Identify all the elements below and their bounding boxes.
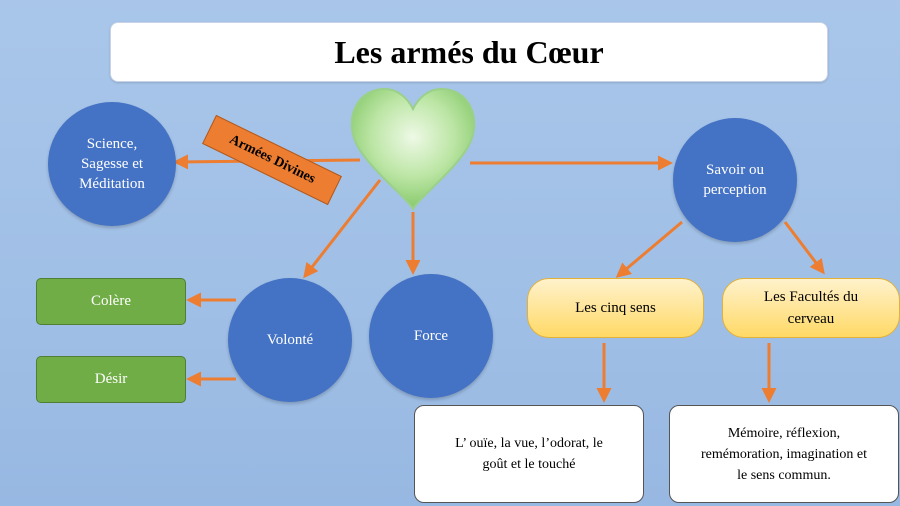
page-title: Les armés du Cœur xyxy=(110,22,828,82)
arrow-savoir-to-facultes xyxy=(783,221,825,275)
desir-box: Désir xyxy=(36,356,186,403)
facultes-detail-box: Mémoire, réflexion, remémoration, imagin… xyxy=(669,405,899,503)
science-circle: Science, Sagesse et Méditation xyxy=(48,102,176,226)
facultes-box: Les Facultés du cerveau xyxy=(722,278,900,338)
heart-icon xyxy=(350,87,476,212)
force-circle: Force xyxy=(369,274,493,398)
colere-box: Colère xyxy=(36,278,186,325)
arrow-heart-to-volonte xyxy=(303,179,382,279)
cinq-sens-box: Les cinq sens xyxy=(527,278,704,338)
cinq-sens-detail-box: L’ ouïe, la vue, l’odorat, le goût et le… xyxy=(414,405,644,503)
volonte-circle: Volonté xyxy=(228,278,352,402)
savoir-circle: Savoir ou perception xyxy=(673,118,797,242)
arrow-savoir-to-cinq-sens xyxy=(615,220,683,278)
